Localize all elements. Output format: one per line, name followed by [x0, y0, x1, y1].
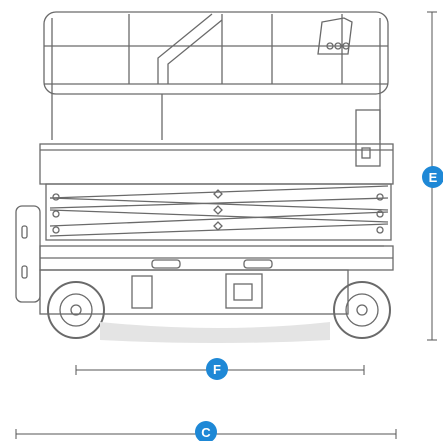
- control-box: [317, 17, 353, 55]
- scissor-lift-drawing: [15, 11, 394, 339]
- chassis: [39, 245, 394, 315]
- entry-gate: [355, 109, 381, 167]
- battery-compartment: [131, 273, 263, 309]
- badge-c-label: C: [201, 425, 211, 440]
- front-wheel: [333, 281, 391, 339]
- guard-rail: [43, 11, 389, 140]
- rear-wheel: [47, 281, 105, 339]
- badge-f: F: [206, 358, 228, 380]
- badge-c: C: [195, 421, 217, 441]
- badge-f-label: F: [213, 362, 221, 377]
- badge-e: E: [422, 166, 443, 188]
- ground-shadow: [100, 322, 330, 343]
- rear-step: [15, 205, 41, 303]
- badge-e-label: E: [429, 170, 438, 185]
- scissor-arms: [45, 183, 392, 241]
